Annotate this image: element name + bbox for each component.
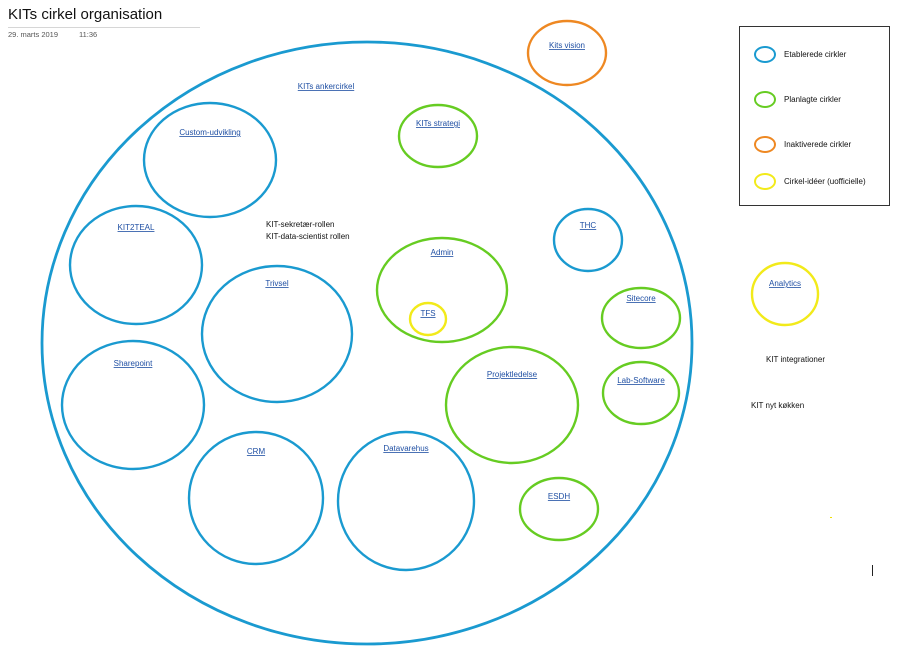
labels-layer: KITs ankercirkelCustom-udviklingKIT2TEAL… bbox=[114, 41, 826, 501]
legend-label: Etablerede cirkler bbox=[784, 49, 847, 59]
text-cursor bbox=[872, 565, 873, 576]
page-title: KITs cirkel organisation bbox=[8, 6, 163, 23]
legend-swatch-idea bbox=[754, 172, 776, 190]
legend: Etablerede cirkler Planlagte cirkler Ina… bbox=[739, 26, 890, 206]
note-kit-nyt-kokken: KIT nyt køkken bbox=[751, 401, 804, 410]
circle-label-sharepoint[interactable]: Sharepoint bbox=[114, 359, 153, 368]
circle-label-kit2teal[interactable]: KIT2TEAL bbox=[118, 223, 155, 232]
circle-label-lab-software[interactable]: Lab-Software bbox=[617, 376, 665, 385]
circle-trivsel[interactable] bbox=[200, 264, 354, 404]
legend-item-established: Etablerede cirkler bbox=[754, 42, 846, 66]
circle-analytics[interactable] bbox=[750, 261, 820, 327]
page-date: 29. marts 2019 bbox=[8, 30, 59, 39]
circle-label-crm[interactable]: CRM bbox=[247, 447, 266, 456]
anchor-circle[interactable] bbox=[40, 40, 694, 646]
page-time: 11:36 bbox=[79, 30, 98, 39]
legend-item-inactive: Inaktiverede cirkler bbox=[754, 132, 851, 156]
circle-label-esdh[interactable]: ESDH bbox=[548, 492, 570, 501]
legend-swatch-planned bbox=[754, 90, 776, 108]
role-kit-data-scientist-rollen: KIT-data-scientist rollen bbox=[266, 232, 350, 241]
legend-label: Planlagte cirkler bbox=[784, 94, 841, 104]
circle-kits-vision[interactable] bbox=[526, 19, 608, 87]
circle-label-custom-udvikling[interactable]: Custom-udvikling bbox=[179, 128, 240, 137]
circle-label-thc[interactable]: THC bbox=[580, 221, 597, 230]
legend-label: Cirkel-idéer (uofficielle) bbox=[784, 176, 866, 186]
circle-esdh[interactable] bbox=[518, 476, 600, 542]
anchor-circle-label[interactable]: KITs ankercirkel bbox=[298, 82, 355, 91]
legend-swatch-inactive bbox=[754, 135, 776, 153]
circle-label-kits-vision[interactable]: Kits vision bbox=[549, 41, 585, 50]
circle-thc[interactable] bbox=[552, 207, 624, 273]
circle-label-datavarehus[interactable]: Datavarehus bbox=[383, 444, 428, 453]
circle-label-sitecore[interactable]: Sitecore bbox=[626, 294, 656, 303]
circle-lab-software[interactable] bbox=[601, 360, 681, 426]
circle-label-kits-strategi[interactable]: KITs strategi bbox=[416, 119, 460, 128]
circle-kits-strategi[interactable] bbox=[397, 103, 479, 169]
legend-label: Inaktiverede cirkler bbox=[784, 139, 852, 149]
legend-item-idea: Cirkel-idéer (uofficielle) bbox=[754, 169, 866, 193]
legend-swatch-established bbox=[754, 45, 776, 63]
circle-label-projektledelse[interactable]: Projektledelse bbox=[487, 370, 538, 379]
circle-sharepoint[interactable] bbox=[60, 339, 206, 471]
circle-label-admin[interactable]: Admin bbox=[431, 248, 454, 257]
note-kit-integrationer: KIT integrationer bbox=[766, 355, 825, 364]
circle-sitecore[interactable] bbox=[600, 286, 682, 350]
circle-label-tfs[interactable]: TFS bbox=[420, 309, 435, 318]
circle-crm[interactable] bbox=[187, 430, 325, 566]
circles-layer bbox=[40, 19, 820, 646]
title-divider bbox=[8, 27, 200, 28]
role-kit-sekretaer-rollen: KIT-sekretær-rollen bbox=[266, 220, 334, 229]
circle-datavarehus[interactable] bbox=[336, 430, 476, 572]
legend-item-planned: Planlagte cirkler bbox=[754, 87, 841, 111]
circle-tfs[interactable] bbox=[408, 301, 448, 337]
circle-projektledelse[interactable] bbox=[444, 345, 580, 465]
circle-label-trivsel[interactable]: Trivsel bbox=[265, 279, 288, 288]
circle-admin[interactable] bbox=[375, 236, 509, 344]
circle-custom-udvikling[interactable] bbox=[142, 101, 278, 219]
circle-kit2teal[interactable] bbox=[68, 204, 204, 326]
stray-mark bbox=[830, 517, 832, 518]
circle-label-analytics[interactable]: Analytics bbox=[769, 279, 801, 288]
